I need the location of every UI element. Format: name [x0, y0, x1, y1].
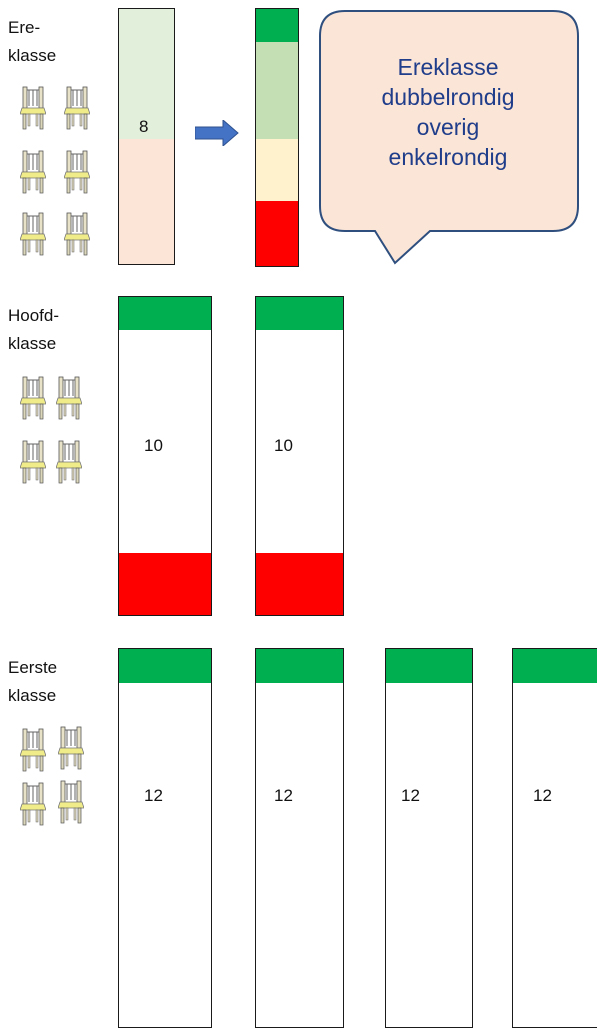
chair-icon [20, 440, 46, 484]
callout-text: Ereklasse dubbelrondig overig enkelrondi… [318, 52, 578, 172]
hoofdklasse-label-line1: Hoofd- [8, 306, 60, 325]
ereklasse-label-line2: klasse [8, 46, 57, 65]
relegation-segment [256, 553, 343, 615]
hoofdklasse-label: Hoofd- klasse [8, 302, 59, 358]
chair-icon [20, 782, 46, 826]
eersteklasse-column: 12 [512, 648, 597, 1028]
callout-line: dubbelrondig [381, 84, 515, 110]
eersteklasse-label: Eerste klasse [8, 654, 57, 710]
chair-icon [56, 440, 82, 484]
callout-line: Ereklasse [397, 54, 499, 80]
ereklasse-label-line1: Ere- [8, 18, 41, 37]
chair-icon [58, 726, 84, 770]
promotion-segment [256, 297, 343, 330]
hoofdklasse-label-line2: klasse [8, 334, 57, 353]
team-count: 12 [533, 786, 552, 805]
ereklasse-new-column [255, 8, 299, 267]
eersteklasse-column: 12 [118, 648, 212, 1028]
team-count: 8 [139, 117, 149, 136]
single-round-segment [256, 139, 298, 201]
team-count: 10 [144, 436, 163, 455]
callout-line: overig [416, 114, 480, 140]
promotion-segment [119, 649, 211, 683]
callout-line: enkelrondig [388, 144, 508, 170]
ereklasse-label: Ere- klasse [8, 14, 56, 70]
callout-bubble [319, 10, 579, 265]
promotion-segment [119, 297, 211, 330]
team-count: 12 [144, 786, 163, 805]
chair-icon [20, 728, 46, 772]
relegation-segment [256, 201, 298, 266]
chair-icon [58, 780, 84, 824]
hoofdklasse-column: 10 [255, 296, 344, 616]
relegation-segment [119, 553, 211, 615]
hoofdklasse-column: 10 [118, 296, 212, 616]
ereklasse-current-column: 8 [118, 8, 175, 265]
promotion-segment [256, 649, 343, 683]
chair-icon [56, 376, 82, 420]
eersteklasse-column: 12 [255, 648, 344, 1028]
team-count: 12 [274, 786, 293, 805]
lower-half-segment [119, 139, 174, 264]
promotion-segment [513, 649, 597, 683]
double-round-segment [256, 42, 298, 139]
upper-half-segment [119, 9, 174, 139]
eersteklasse-column: 12 [385, 648, 473, 1028]
promotion-segment [256, 9, 298, 42]
chair-icon [20, 376, 46, 420]
team-count: 12 [401, 786, 420, 805]
team-count: 10 [274, 436, 293, 455]
eersteklasse-label-line2: klasse [8, 686, 57, 705]
promotion-segment [386, 649, 472, 683]
eersteklasse-label-line1: Eerste [8, 658, 58, 677]
arrow-right-icon [195, 120, 239, 146]
